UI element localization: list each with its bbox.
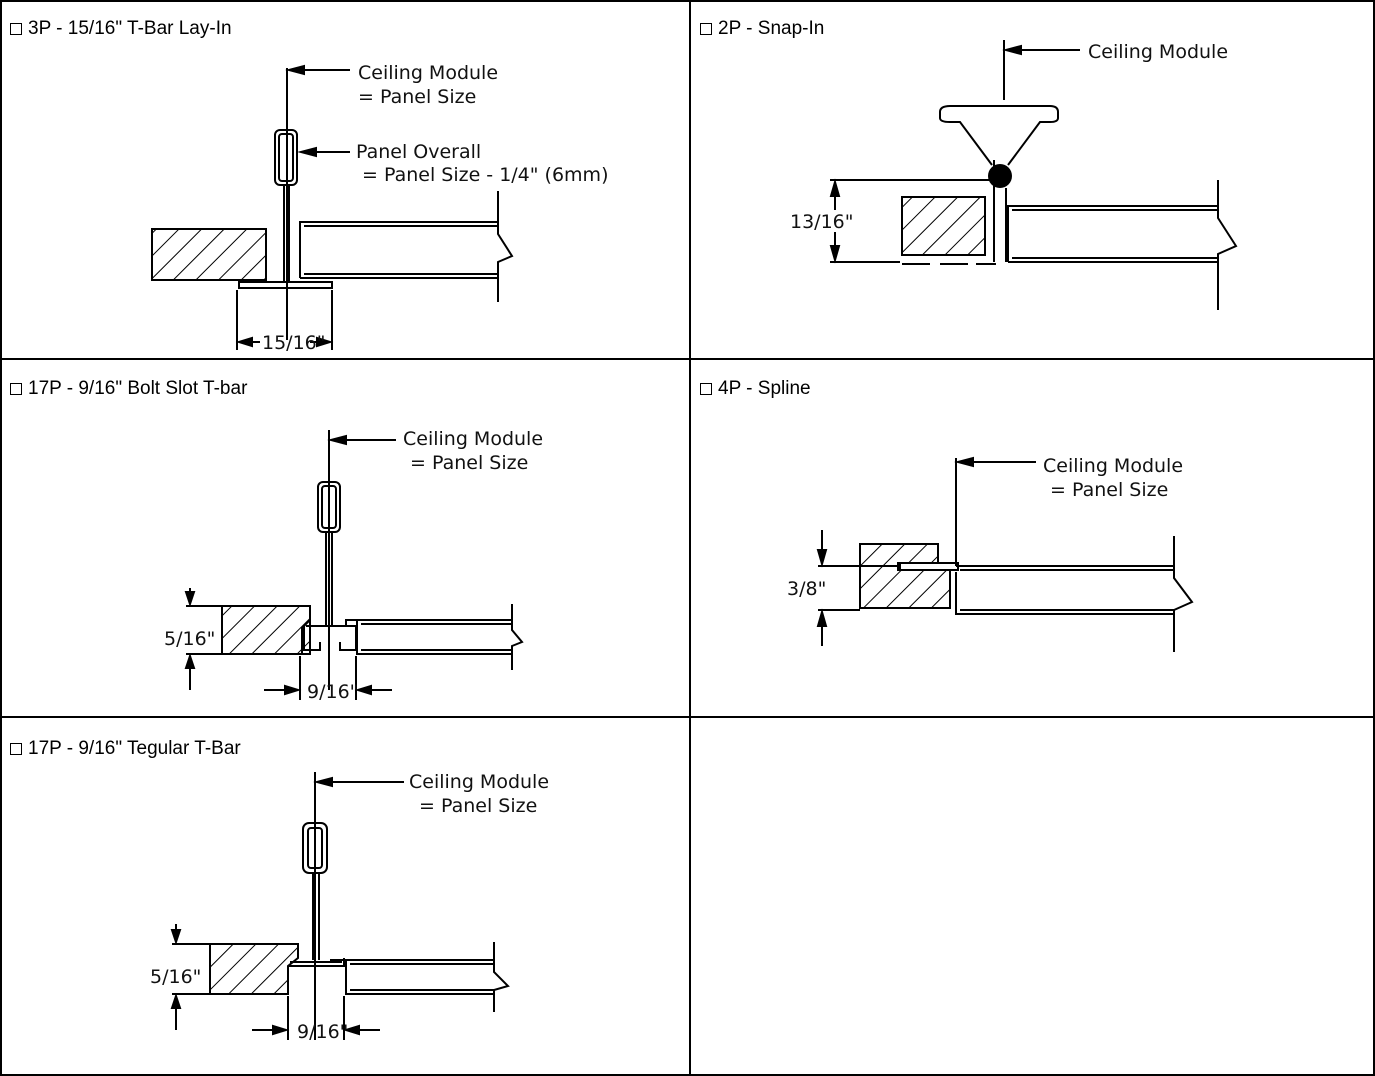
panel-title-17p-tegular: 17P - 9/16" Tegular T-Bar [10,738,241,760]
module-label-line1: Ceiling Module [358,62,499,84]
width-dimension-label: 9/16" [307,681,359,703]
module-label-line1: Ceiling Module [403,428,544,450]
module-label-line1: Ceiling Module [409,771,550,793]
module-label-line2: = Panel Size [419,795,538,817]
checkbox-icon [10,383,22,395]
module-label-line1: Ceiling Module [1043,455,1184,477]
panel-title-3p: 3P - 15/16" T-Bar Lay-In [10,18,232,40]
height-dimension-label: 5/16" [164,628,216,650]
panel-title-text: 3P - 15/16" T-Bar Lay-In [28,18,232,39]
checkbox-icon [700,383,712,395]
overall-label-line1: Panel Overall [356,141,482,163]
overall-label-line2: = Panel Size - 1/4" (6mm) [362,164,609,186]
module-label-line2: = Panel Size [410,452,529,474]
height-dimension-label: 3/8" [787,578,827,600]
width-dimension-label: 15/16" [262,332,326,354]
module-label-line2: = Panel Size [358,86,477,108]
module-label-line1: Ceiling Module [1088,41,1229,63]
panel-title-17p-bolt-slot: 17P - 9/16" Bolt Slot T-bar [10,378,247,400]
height-dimension-label: 13/16" [790,211,854,233]
panel-title-2p: 2P - Snap-In [700,18,824,40]
panel-title-text: 17P - 9/16" Bolt Slot T-bar [28,378,248,399]
checkbox-icon [10,743,22,755]
height-dimension-label: 5/16" [150,966,202,988]
module-label-line2: = Panel Size [1050,479,1169,501]
panel-title-text: 4P - Spline [718,378,811,399]
width-dimension-label: 9/16" [297,1021,349,1043]
checkbox-icon [10,23,22,35]
panel-title-text: 2P - Snap-In [718,18,825,39]
panel-title-4p-spline: 4P - Spline [700,378,811,400]
checkbox-icon [700,23,712,35]
panel-title-text: 17P - 9/16" Tegular T-Bar [28,738,241,759]
